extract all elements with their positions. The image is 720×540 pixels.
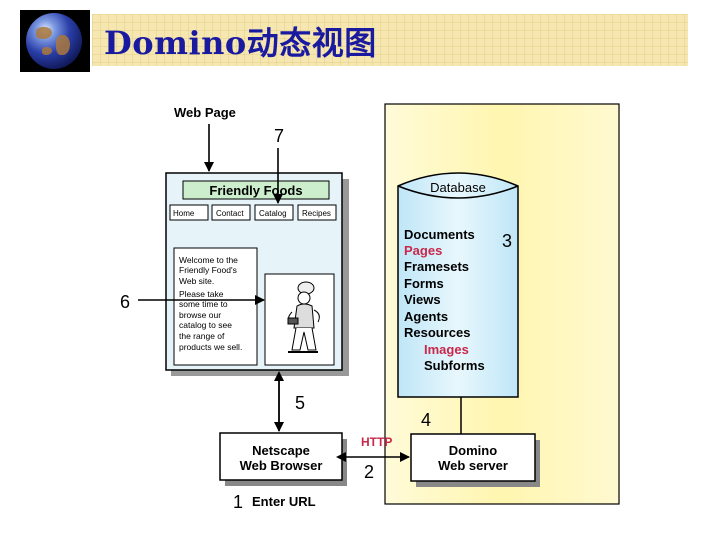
netscape-browser-box — [219, 432, 343, 481]
http-label: HTTP — [361, 435, 392, 449]
step-5-label: 5 — [295, 393, 305, 413]
step-4-label: 4 — [421, 410, 431, 430]
db-item-subforms: Subforms — [424, 358, 485, 373]
chef-illustration-icon — [287, 281, 320, 353]
site-title-banner — [182, 180, 330, 200]
welcome-line: some time to — [179, 299, 228, 309]
nav-home-label: Home — [173, 209, 195, 218]
globe-icon — [26, 13, 82, 69]
server-label-line2: Web server — [438, 458, 508, 473]
server-label-line1: Domino — [449, 443, 497, 458]
step-6-label: 6 — [120, 292, 130, 312]
database-cylinder — [397, 172, 519, 398]
nav-home-button — [169, 204, 209, 221]
step-2-label: 2 — [364, 462, 374, 482]
db-item-views: Views — [404, 292, 441, 307]
browser-label-line1: Netscape — [252, 443, 310, 458]
welcome-line: Friendly Food's — [179, 265, 237, 275]
nav-recipes-label: Recipes — [302, 209, 331, 218]
nav-catalog-button — [254, 204, 294, 221]
db-item-resources: Resources — [404, 325, 470, 340]
step-7-label: 7 — [274, 126, 284, 146]
step-3-label: 3 — [502, 231, 512, 251]
welcome-line: browse our — [179, 310, 221, 320]
title-bar — [92, 14, 688, 66]
db-item-pages: Pages — [404, 243, 442, 258]
nav-contact-button — [211, 204, 251, 221]
page-title: Domino动态视图 — [104, 24, 377, 62]
welcome-line: Welcome to the — [179, 255, 238, 265]
db-item-documents: Documents — [404, 227, 475, 242]
database-label: Database — [430, 180, 486, 195]
globe-logo — [20, 10, 90, 72]
domino-server-box — [410, 433, 536, 482]
welcome-line: products we sell. — [179, 342, 242, 352]
nav-recipes-button — [297, 204, 337, 221]
browser-label-line2: Web Browser — [240, 458, 323, 473]
db-item-images: Images — [424, 342, 469, 357]
db-item-forms: Forms — [404, 276, 444, 291]
welcome-text-box — [173, 247, 258, 366]
db-item-framesets: Framesets — [404, 259, 469, 274]
site-title: Friendly Foods — [209, 183, 302, 198]
welcome-line: Web site. — [179, 276, 214, 286]
welcome-line: Please take — [179, 289, 224, 299]
nav-contact-label: Contact — [216, 209, 244, 218]
welcome-line: catalog to see — [179, 320, 232, 330]
enter-url-label: Enter URL — [252, 494, 316, 509]
web-page-label: Web Page — [174, 105, 236, 120]
welcome-line: the range of — [179, 331, 225, 341]
nav-catalog-label: Catalog — [259, 209, 287, 218]
db-item-agents: Agents — [404, 309, 448, 324]
step-1-label: 1 — [233, 492, 243, 512]
